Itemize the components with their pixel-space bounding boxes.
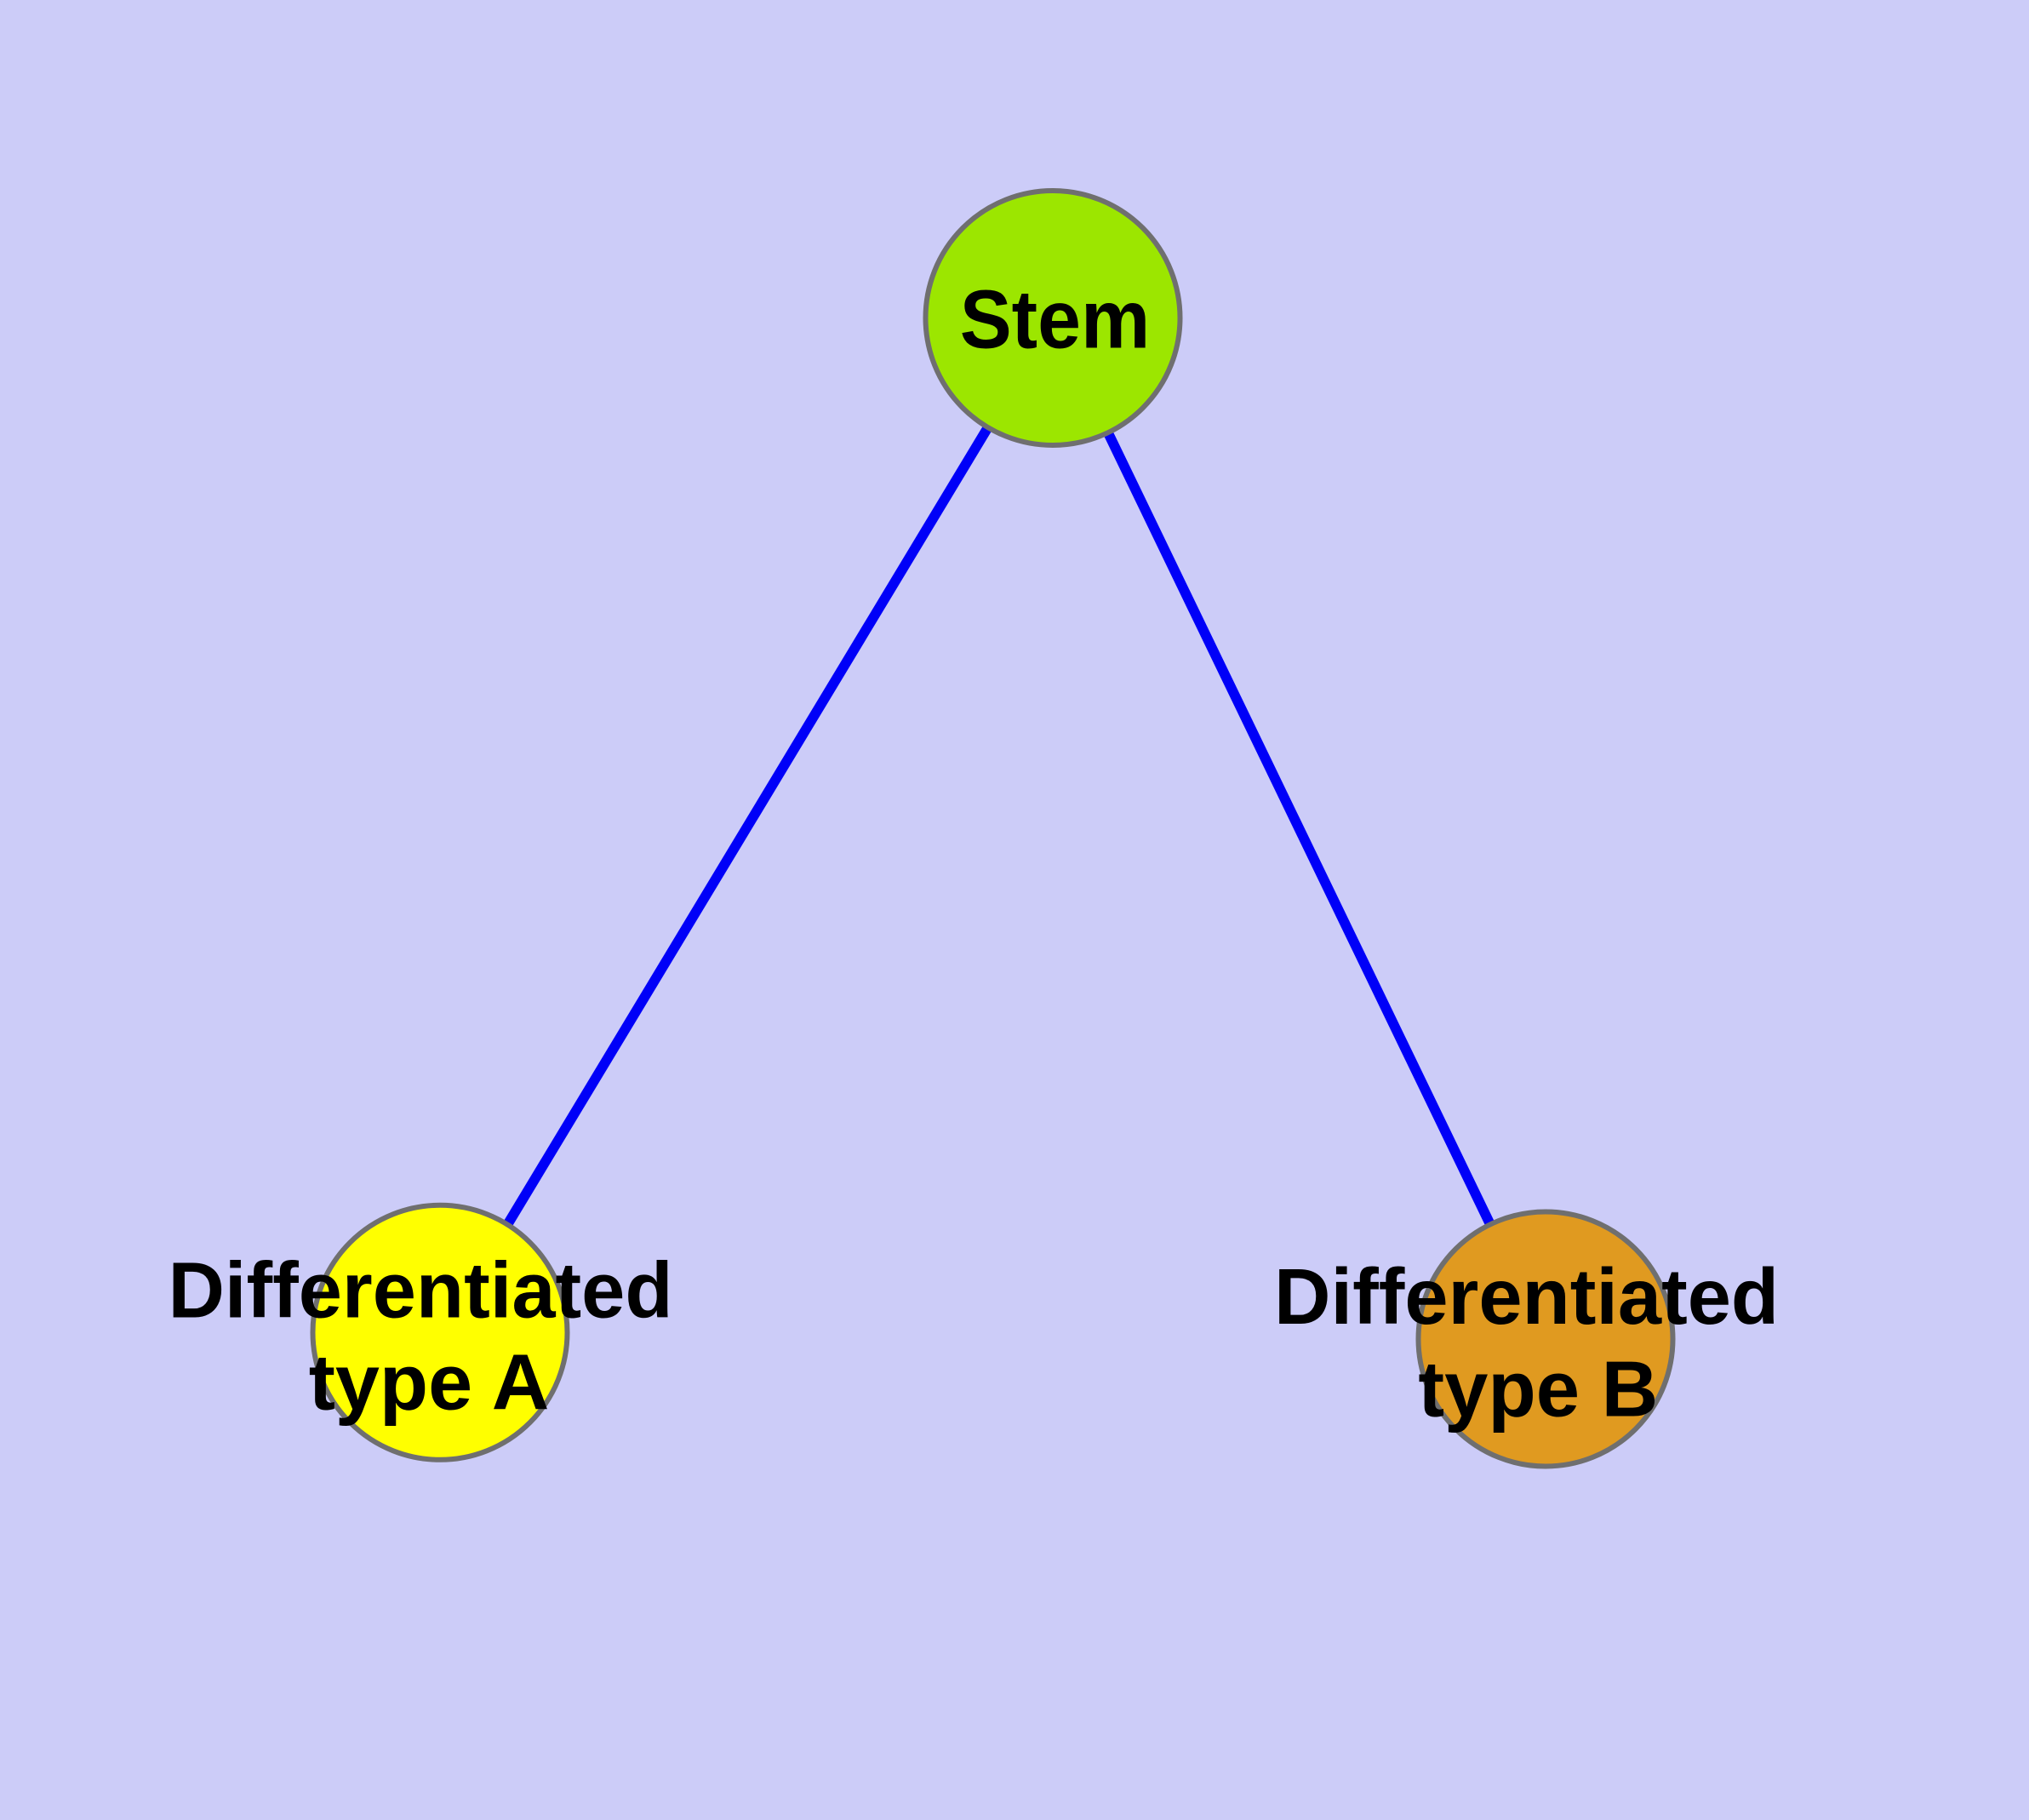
svg-text:Stem: Stem <box>960 273 1151 366</box>
svg-text:type A: type A <box>309 1338 550 1426</box>
svg-text:type B: type B <box>1418 1344 1658 1433</box>
svg-text:Differentiated: Differentiated <box>168 1245 672 1334</box>
svg-text:Differentiated: Differentiated <box>1274 1252 1779 1341</box>
